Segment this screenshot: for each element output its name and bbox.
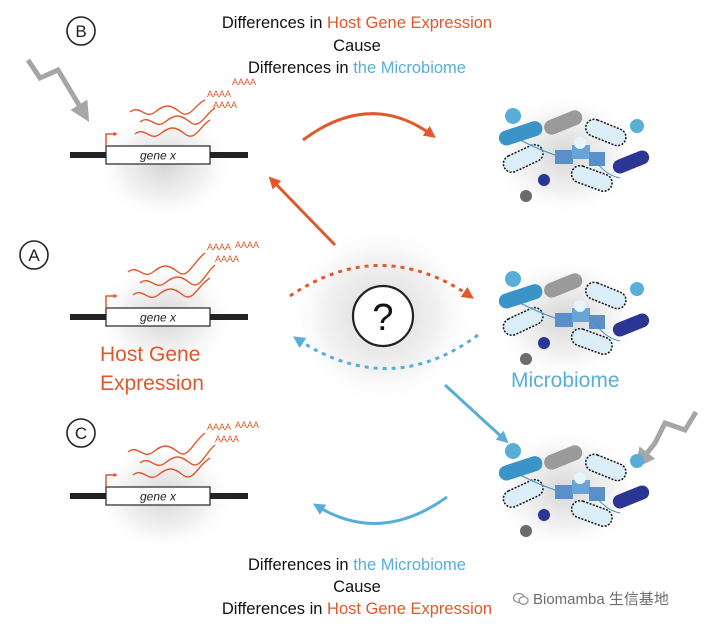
arrow-host-to-microbiome-top (302, 112, 436, 142)
gene-construct-b: gene x (70, 131, 248, 165)
promoter-arrow-a (105, 293, 118, 308)
watermark: Biomamba 生信基地 (513, 588, 669, 609)
svg-text:AAAA: AAAA (232, 77, 256, 87)
bottom-caption-line1: Differences in the Microbiome (0, 556, 714, 575)
gene-construct-c: gene x (70, 472, 248, 506)
arrow-microbiome-to-host-bottom (312, 495, 448, 525)
question-mark-icon: ? (351, 284, 415, 348)
microbiome-cluster-top-icon (498, 108, 650, 202)
top-caption-line1: Differences in Host Gene Expression (0, 14, 714, 33)
svg-text:AAAA: AAAA (207, 89, 231, 99)
top-caption-line3: Differences in the Microbiome (0, 59, 714, 78)
svg-text:C: C (75, 424, 87, 443)
svg-text:AAAA: AAAA (207, 242, 231, 252)
gene-label-b: gene x (140, 149, 177, 163)
svg-text:B: B (75, 22, 86, 41)
panel-c-letter: C (66, 418, 96, 448)
gene-construct-a: gene x (70, 293, 248, 327)
transcripts-b: AAAA AAAA AAAA (129, 77, 256, 137)
host-label-line2: Expression (100, 372, 204, 395)
top-caption-line1-accent: Host Gene Expression (327, 14, 493, 32)
bottom-caption-line1-accent: the Microbiome (353, 556, 466, 574)
bottom-caption-cause: Cause (333, 578, 381, 596)
microbiome-label: Microbiome (511, 369, 620, 392)
signal-arrow-microbiome-icon (635, 410, 699, 469)
top-caption-line1-prefix: Differences in (221, 14, 328, 32)
svg-text:AAAA: AAAA (215, 434, 239, 444)
svg-text:AAAA: AAAA (235, 240, 259, 250)
top-caption-cause: Cause (333, 37, 381, 55)
bottom-caption-line3: Differences in Host Gene Expression (0, 600, 714, 619)
arrow-center-to-microbiome-c (443, 383, 509, 444)
transcripts-c: AAAA AAAA AAAA (127, 420, 259, 478)
glow-b (95, 110, 235, 220)
wechat-icon (513, 592, 529, 605)
svg-text:AAAA: AAAA (213, 100, 237, 110)
bottom-caption-line3-accent: Host Gene Expression (327, 600, 493, 618)
promoter-arrow-c (105, 472, 118, 487)
svg-text:AAAA: AAAA (215, 254, 239, 264)
bottom-caption-line3-prefix: Differences in (221, 600, 328, 618)
microbiome-cluster-middle-icon (498, 271, 650, 365)
host-gene-expression-label: Host Gene Expression (100, 340, 204, 398)
top-caption-line3-accent: the Microbiome (353, 59, 466, 77)
top-caption-line3-prefix: Differences in (248, 59, 354, 77)
svg-text:AAAA: AAAA (207, 422, 231, 432)
signal-arrow-host-icon (25, 58, 90, 122)
gene-label-a: gene x (140, 311, 177, 325)
svg-text:?: ? (372, 297, 393, 339)
host-label-line1: Host Gene (100, 343, 201, 366)
gene-label-c: gene x (140, 490, 177, 504)
transcripts-a: AAAA AAAA AAAA (127, 240, 259, 298)
arrow-center-to-host-b (268, 176, 337, 247)
panel-b-letter: B (66, 16, 96, 46)
watermark-text: Biomamba 生信基地 (533, 591, 669, 608)
panel-a-letter: A (19, 240, 49, 270)
svg-text:A: A (28, 246, 40, 265)
microbiome-cluster-bottom-icon (498, 443, 650, 537)
promoter-arrow-b (105, 131, 118, 146)
bottom-caption-line1-prefix: Differences in (248, 556, 354, 574)
svg-text:AAAA: AAAA (235, 420, 259, 430)
